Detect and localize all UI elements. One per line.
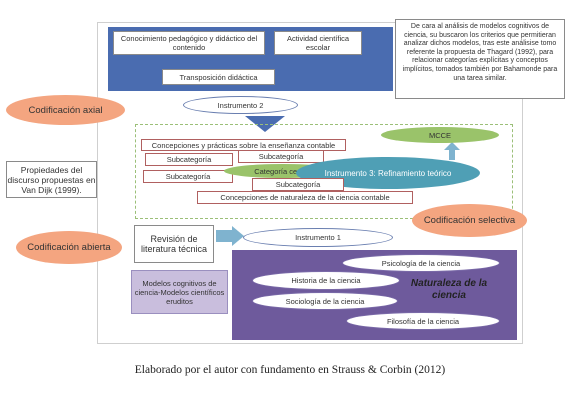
naturaleza-label: Naturaleza de la ciencia bbox=[410, 278, 488, 301]
subcategoria-3: Subcategoría bbox=[143, 170, 233, 183]
modelos-box: Modelos cognitivos de ciencia-Modelos ci… bbox=[131, 270, 228, 314]
codificacion-abierta: Codificación abierta bbox=[16, 231, 122, 264]
conocimiento-box: Conocimiento pedagógico y didáctico del … bbox=[113, 31, 265, 55]
instrumento2-ellipse: Instrumento 2 bbox=[183, 96, 298, 114]
subcategoria-2: Subcategoría bbox=[238, 150, 324, 163]
propiedades-box: Propiedades del discurso propuestas en V… bbox=[6, 161, 97, 198]
revision-box: Revisión de literatura técnica bbox=[134, 225, 214, 263]
figure-caption: Elaborado por el autor con fundamento en… bbox=[134, 364, 446, 376]
historia-ellipse: Historia de la ciencia bbox=[252, 271, 400, 290]
selective-area bbox=[135, 124, 513, 219]
up-arrow bbox=[444, 142, 460, 160]
filosofia-ellipse: Filosofía de la ciencia bbox=[346, 312, 500, 330]
mcce-ellipse: MCCE bbox=[381, 127, 499, 143]
actividad-box: Actividad científica escolar bbox=[274, 31, 362, 55]
diagram-frame bbox=[97, 22, 523, 344]
subcategoria-1: Subcategoría bbox=[145, 153, 233, 166]
codificacion-axial: Codificación axial bbox=[6, 95, 125, 125]
psicologia-ellipse: Psicología de la ciencia bbox=[342, 254, 500, 272]
note-box: De cara al análisis de modelos cognitivo… bbox=[395, 19, 565, 99]
codificacion-selectiva: Codificación selectiva bbox=[412, 204, 527, 237]
subcategoria-4: Subcategoría bbox=[252, 178, 344, 191]
concepciones-naturaleza-box: Concepciones de naturaleza de la ciencia… bbox=[197, 191, 413, 204]
right-arrow bbox=[216, 226, 244, 246]
instrumento1-ellipse: Instrumento 1 bbox=[243, 228, 393, 247]
transposicion-box: Transposición didáctica bbox=[162, 69, 275, 85]
sociologia-ellipse: Sociología de la ciencia bbox=[252, 292, 398, 310]
